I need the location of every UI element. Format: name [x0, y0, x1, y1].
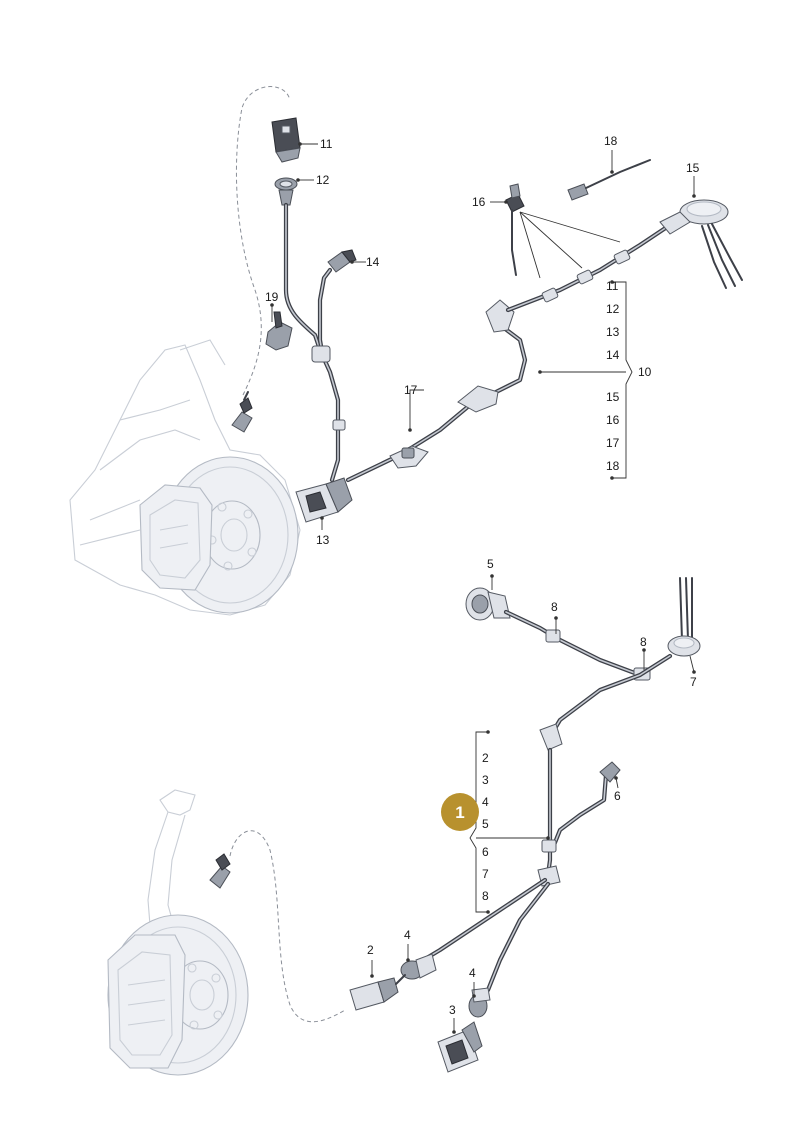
bracket-10-item-12: 12	[606, 302, 620, 316]
bracket-10-item-15: 15	[606, 390, 620, 404]
bracket-10-item-18: 18	[606, 459, 620, 473]
callout-7: 7	[690, 675, 697, 689]
bracket-1-item-7: 7	[482, 867, 489, 881]
callout-8-right: 8	[640, 635, 647, 649]
part-15-grommet	[659, 199, 743, 289]
top-sensor-route-dash	[235, 86, 291, 396]
highlight-badge-1	[441, 793, 479, 831]
callout-3: 3	[449, 1003, 456, 1017]
part-2-sensor	[349, 974, 406, 1011]
part-19-bracket	[265, 311, 293, 351]
bracket-10-item-13: 13	[606, 325, 620, 339]
bracket-10-item-16: 16	[606, 413, 620, 427]
bracket-1-item-8: 8	[482, 889, 489, 903]
bottom-brake-assembly	[107, 789, 249, 1076]
callout-13: 13	[316, 533, 330, 547]
part-11-connector	[271, 117, 301, 163]
part-7-grommet	[667, 577, 701, 657]
top-harness	[265, 117, 743, 523]
bottom-wheel-speed-sensor	[209, 853, 231, 889]
callout-11: 11	[320, 137, 333, 151]
callout-17: 17	[404, 383, 418, 397]
callout-14: 14	[366, 255, 380, 269]
part-12-grommet	[274, 177, 298, 206]
callout-18: 18	[604, 134, 618, 148]
part-4-grommet-right	[468, 987, 491, 1018]
bracket-1-item-5: 5	[482, 817, 489, 831]
top-brake-assembly	[69, 339, 301, 616]
bracket-1-item-3: 3	[482, 773, 489, 787]
part-6-elbow-connector	[599, 761, 621, 783]
callout-6: 6	[614, 789, 621, 803]
callout-4-right: 4	[469, 966, 476, 980]
bottom-callouts: 5 8 8 7 6 2 4 4 3 2 3 4 5 6 7 8 1	[367, 557, 697, 1034]
top-wheel-speed-sensor	[231, 391, 253, 433]
part-14-elbow-connector	[327, 249, 357, 273]
top-callouts: 11 12 14 19 13 17 16 18 15 11 12 13 14 1…	[265, 134, 700, 547]
part-17-bracket	[389, 385, 499, 469]
part-18-tie-strap	[567, 159, 651, 201]
callout-5: 5	[487, 557, 494, 571]
part-5-connector	[465, 587, 511, 621]
callout-8-upper: 8	[551, 600, 558, 614]
bracket-1-item-2: 2	[482, 751, 489, 765]
bracket-10-item-14: 14	[606, 348, 620, 362]
bracket-10-item-11: 11	[606, 279, 619, 293]
bottom-harness	[349, 577, 701, 1073]
part-13-connector	[295, 477, 353, 523]
bracket-1-item-4: 4	[482, 795, 489, 809]
callout-4-left: 4	[404, 928, 411, 942]
bracket-1-item-6: 6	[482, 845, 489, 859]
bracket-10-item-17: 17	[606, 436, 620, 450]
callout-15: 15	[686, 161, 700, 175]
callout-19: 19	[265, 290, 279, 304]
callout-12: 12	[316, 173, 330, 187]
callout-16: 16	[472, 195, 486, 209]
part-3-connector	[437, 1021, 483, 1073]
callout-2: 2	[367, 943, 374, 957]
highlight-badge-1-label: 1	[455, 803, 464, 822]
part-4-grommet-left	[400, 953, 437, 980]
bracket-10-label: 10	[638, 365, 652, 379]
part-16-cable-tie	[505, 183, 525, 276]
